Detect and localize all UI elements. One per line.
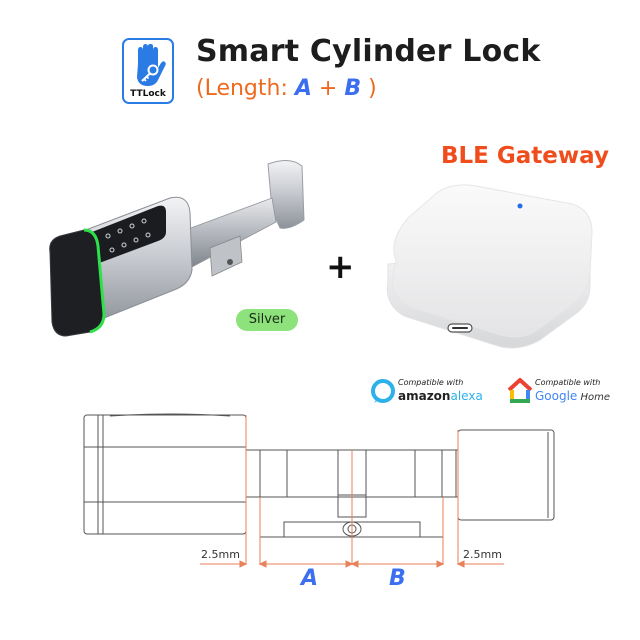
ble-gateway-image [386,184,593,349]
alexa-icon [371,379,395,403]
hand-key-icon [137,44,166,86]
google-brand: Google Home [535,389,611,403]
left-margin-label: 2.5mm [201,548,240,561]
color-badge-silver[interactable]: Silver [236,309,298,331]
subtitle-suffix: ) [368,76,377,101]
logo-text: TTLock [130,89,166,99]
ttlock-logo: TTLock [122,38,174,104]
alexa-compat: Compatible with amazonalexa [368,374,483,410]
ble-gateway-title: BLE Gateway [441,143,609,169]
alexa-brand: amazonalexa [398,389,483,403]
page-title: Smart Cylinder Lock [196,34,541,69]
subtitle-b: B [344,76,362,101]
length-subtitle: (Length: A + B ) [196,76,377,101]
subtitle-prefix: (Length: [196,76,288,101]
plus-sign: + [326,247,355,287]
smart-cylinder-lock-image [49,160,305,337]
google-home-compat: Compatible with Google Home [505,374,615,410]
dimension-a-label: A [301,566,319,591]
subtitle-plus: + [318,76,338,101]
alexa-compat-label: Compatible with [398,378,464,387]
google-compat-label: Compatible with [535,378,601,387]
dimension-b-label: B [389,566,406,591]
google-home-icon [507,378,533,403]
right-margin-label: 2.5mm [463,548,502,561]
subtitle-a: A [294,76,312,101]
